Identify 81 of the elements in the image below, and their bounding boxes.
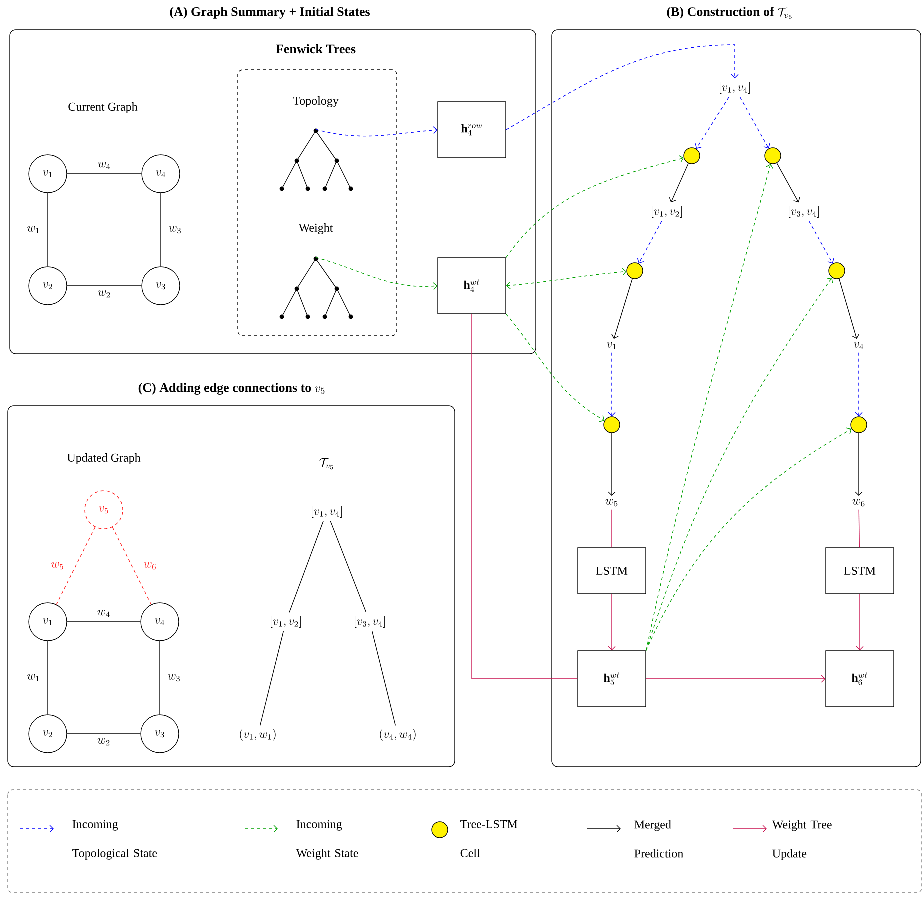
edge-label: $w_4$ bbox=[98, 162, 110, 170]
arrow bbox=[695, 97, 730, 149]
math-label: $[v_1, v_4]$ bbox=[720, 82, 750, 94]
panel-heading: $\textbf{(C) Adding edge connections to }v_5$ bbox=[138, 383, 325, 395]
arrow bbox=[646, 164, 774, 651]
arrow bbox=[808, 221, 834, 264]
math-label: $[v_3, v_4]$ bbox=[355, 616, 385, 628]
arrow bbox=[856, 594, 864, 651]
arrow bbox=[637, 221, 662, 264]
arrow bbox=[316, 126, 438, 137]
lstm-box: LSTM bbox=[826, 548, 894, 594]
legend-label: Incoming Weight State bbox=[296, 820, 358, 860]
edge-label: $w_1$ bbox=[28, 674, 40, 682]
arrow bbox=[646, 675, 826, 683]
arrow bbox=[506, 314, 605, 422]
state-box: $\mathbf{h}_5^{wt}$ bbox=[578, 650, 646, 708]
math-label: $[v_1, v_4]$ bbox=[312, 506, 342, 518]
arrow bbox=[612, 278, 633, 340]
edge-label: $w_5$ bbox=[52, 562, 64, 570]
math-label: $(v_4, w_4)$ bbox=[380, 729, 416, 741]
edge-label: $w_2$ bbox=[98, 290, 110, 298]
arrow bbox=[608, 352, 616, 417]
arrow bbox=[646, 278, 834, 651]
math-label: $v_4$ bbox=[854, 342, 864, 350]
arrow bbox=[506, 155, 684, 258]
arrow bbox=[506, 268, 627, 290]
tree-lstm-cell bbox=[684, 148, 700, 164]
graph-vertex: $v_3$ bbox=[140, 714, 180, 754]
math-label: $[v_3, v_4]$ bbox=[789, 206, 819, 218]
edge-label: $w_4$ bbox=[98, 610, 110, 618]
math-label: $w_5$ bbox=[606, 499, 618, 507]
math-label: $w_6$ bbox=[852, 499, 865, 507]
tree-lstm-cell bbox=[604, 416, 620, 434]
graph-vertex: $v_1$ bbox=[28, 602, 68, 642]
arrow bbox=[646, 428, 852, 651]
graph-vertex: $v_2$ bbox=[28, 266, 68, 306]
section-label: Current Graph bbox=[68, 102, 138, 114]
tree-lstm-cell bbox=[764, 148, 782, 164]
graph-vertex: $v_4$ bbox=[142, 154, 180, 194]
tree-lstm-cell bbox=[850, 416, 868, 434]
arrow bbox=[608, 433, 616, 496]
lstm-box: LSTM bbox=[578, 548, 646, 594]
legend-label: Weight Tree Update bbox=[772, 820, 832, 860]
tree-lstm-cell bbox=[626, 262, 644, 280]
arrow bbox=[608, 594, 616, 651]
edge-label: $w_3$ bbox=[168, 674, 180, 682]
legend-label: Incoming Topological State bbox=[72, 820, 158, 860]
arrow bbox=[669, 163, 689, 203]
arrow bbox=[506, 44, 739, 130]
legend-label: Tree-LSTM Cell bbox=[460, 820, 518, 858]
section-label: $\mathcal{T}_{v_5}$ bbox=[320, 458, 334, 470]
legend-label: Merged Prediction bbox=[634, 820, 684, 858]
math-label: $[v_1, v_2]$ bbox=[271, 616, 301, 628]
edge-label: $w_2$ bbox=[98, 738, 110, 746]
edge-label: $w_1$ bbox=[28, 226, 40, 234]
arrow bbox=[855, 352, 863, 417]
arrow bbox=[776, 162, 800, 203]
state-box: $\mathbf{h}_4^{wt}$ bbox=[438, 258, 506, 314]
new-vertex: $v_5$ bbox=[84, 490, 124, 530]
section-label: Updated Graph bbox=[67, 454, 141, 464]
arrow bbox=[740, 97, 770, 149]
tree-caption: Weight bbox=[298, 224, 334, 234]
arrow bbox=[316, 257, 438, 290]
math-label: $[v_1, v_2]$ bbox=[652, 206, 682, 218]
math-label: $v_1$ bbox=[607, 342, 616, 350]
state-box: $\mathbf{h}_6^{wt}$ bbox=[826, 650, 894, 708]
graph-vertex: $v_4$ bbox=[140, 602, 180, 642]
edge-label: $w_3$ bbox=[169, 226, 181, 234]
panel-heading: $\textbf{(B) Construction of }\mathcal{T}_{v_5}$ bbox=[667, 7, 792, 20]
tree-caption: Topology bbox=[293, 96, 339, 108]
arrow bbox=[855, 433, 863, 496]
math-label: $(v_1, w_1)$ bbox=[240, 729, 276, 741]
graph-vertex: $v_1$ bbox=[28, 154, 68, 194]
state-box: $\mathbf{h}_4^{row}$ bbox=[438, 102, 506, 158]
edge-label: $w_6$ bbox=[144, 562, 156, 570]
arrow bbox=[839, 278, 860, 340]
tree-lstm-cell bbox=[828, 262, 846, 280]
frame-heading: Fenwick Trees bbox=[276, 44, 356, 54]
graph-vertex: $v_2$ bbox=[28, 714, 68, 754]
panel-heading: (A) Graph Summary + Initial States bbox=[170, 7, 370, 19]
graph-vertex: $v_3$ bbox=[142, 266, 180, 306]
